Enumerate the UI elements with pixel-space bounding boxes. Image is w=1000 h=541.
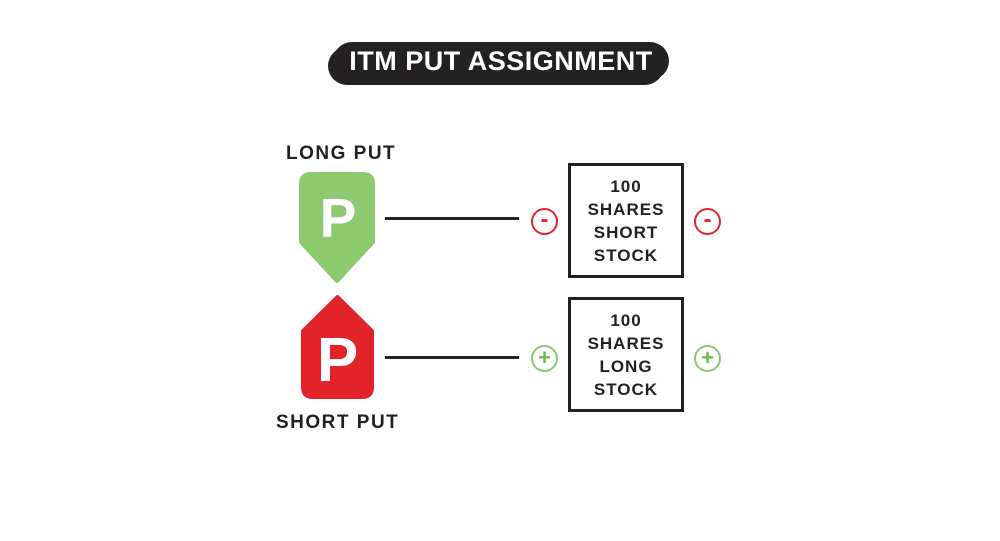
- stock-box-line: 100: [610, 310, 642, 330]
- title-banner: ITM PUT ASSIGNMENT: [333, 42, 669, 80]
- minus-sign: -: [703, 205, 712, 233]
- connector-line-long-put: [385, 217, 519, 220]
- short-put-letter: P: [317, 326, 358, 395]
- short-put-badge-icon: P: [301, 295, 374, 399]
- minus-sign: -: [540, 205, 549, 233]
- stock-box-line: LONG: [599, 356, 653, 376]
- stock-box-line: SHARES: [587, 199, 665, 219]
- stock-box-line: SHORT: [593, 222, 659, 242]
- plus-circle-right-icon: +: [694, 345, 721, 372]
- stock-box-line: 100: [610, 176, 642, 196]
- short-stock-box: 100 SHARES SHORT STOCK: [568, 163, 684, 278]
- minus-circle-right-icon: -: [694, 205, 721, 235]
- stock-box-line: STOCK: [593, 245, 659, 265]
- stock-box-line: SHARES: [587, 333, 665, 353]
- long-put-label: LONG PUT: [286, 143, 397, 164]
- minus-circle-left-icon: -: [531, 205, 558, 235]
- stock-box-line: STOCK: [593, 379, 659, 399]
- page-title: ITM PUT ASSIGNMENT: [349, 45, 653, 76]
- connector-line-short-put: [385, 356, 519, 359]
- short-put-label: SHORT PUT: [276, 412, 400, 433]
- shield-up-shape: [301, 295, 374, 399]
- long-put-letter: P: [320, 187, 357, 249]
- plus-circle-left-icon: +: [531, 345, 558, 372]
- plus-sign: +: [701, 344, 714, 370]
- plus-sign: +: [538, 344, 551, 370]
- long-stock-box: 100 SHARES LONG STOCK: [568, 297, 684, 412]
- shield-down-shape: [299, 172, 375, 283]
- long-put-badge-icon: P: [299, 172, 375, 283]
